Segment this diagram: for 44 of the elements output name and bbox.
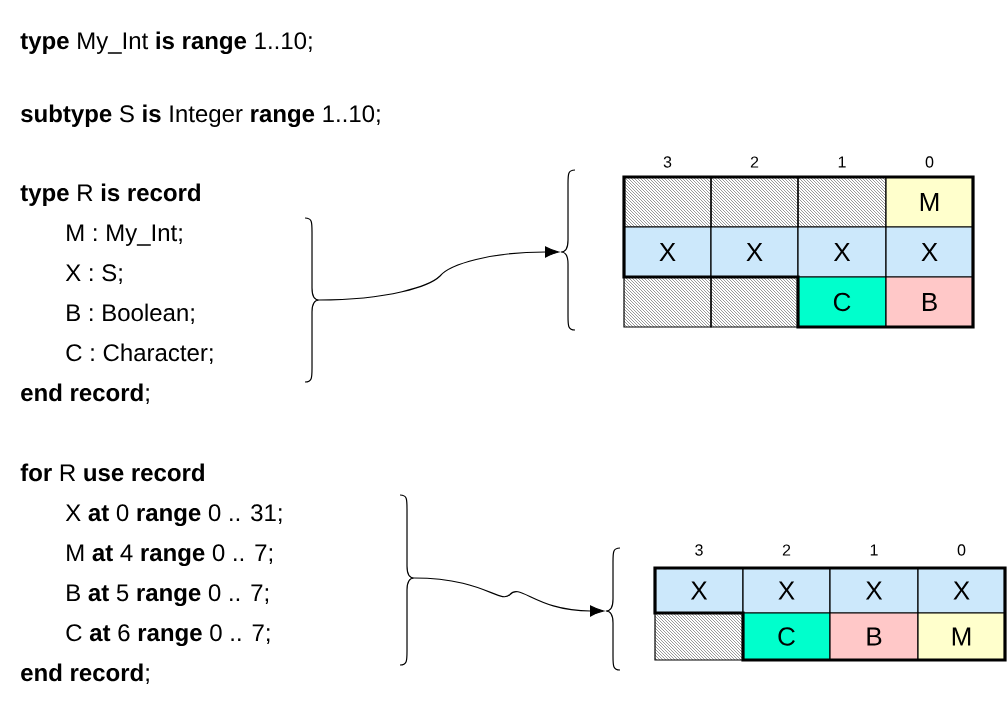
code-line: X : S; — [65, 264, 122, 285]
padding-cell — [654, 612, 744, 661]
column-number: 1 — [870, 544, 878, 556]
column-number: 3 — [695, 544, 703, 556]
padding-cell — [623, 276, 712, 328]
field-cell: X — [654, 567, 744, 614]
field-cell: M — [917, 612, 1006, 661]
code-line: B : Boolean; — [67, 303, 194, 325]
field-cell: B — [885, 276, 974, 328]
code-line: for R use record — [20, 463, 204, 482]
field-cell: X — [623, 226, 712, 278]
field-cell: X — [742, 567, 831, 614]
arrow — [413, 577, 605, 617]
column-number: 0 — [957, 544, 966, 556]
field-cell: X — [829, 567, 919, 614]
code-line: type My_Int is range 1..10; — [20, 31, 312, 55]
arrow — [318, 246, 560, 301]
column-number: 1 — [838, 156, 846, 168]
column-number: 2 — [782, 544, 791, 556]
code-line: C : Character; — [66, 343, 213, 365]
column-number: 0 — [925, 156, 934, 168]
code-line: M at 4 range 0 .. 7; — [67, 544, 272, 567]
code-line: M : My_Int; — [67, 224, 182, 246]
field-cell: B — [829, 612, 919, 661]
code-line: B at 5 range 0 .. 7; — [67, 584, 269, 607]
code-line: subtype S is Integer range 1..10; — [21, 104, 380, 128]
column-number: 3 — [663, 156, 672, 168]
code-line: type R is record — [20, 183, 200, 206]
field-cell: C — [797, 276, 887, 328]
field-cell: X — [917, 567, 1006, 614]
field-cell: X — [885, 226, 974, 278]
curly-brace — [304, 217, 320, 383]
code-line: C at 6 range 0 .. 7; — [66, 624, 270, 647]
field-cell: X — [797, 226, 887, 278]
code-line: end record; — [21, 383, 149, 405]
column-number: 2 — [750, 156, 759, 168]
curly-brace — [560, 169, 576, 331]
field-cell: X — [710, 226, 799, 278]
code-line: end record; — [21, 663, 149, 685]
curly-brace — [399, 494, 415, 666]
padding-cell — [710, 276, 799, 328]
field-cell: C — [742, 612, 831, 661]
code-line: X at 0 range 0 .. 31; — [65, 504, 282, 527]
curly-brace — [605, 547, 621, 671]
